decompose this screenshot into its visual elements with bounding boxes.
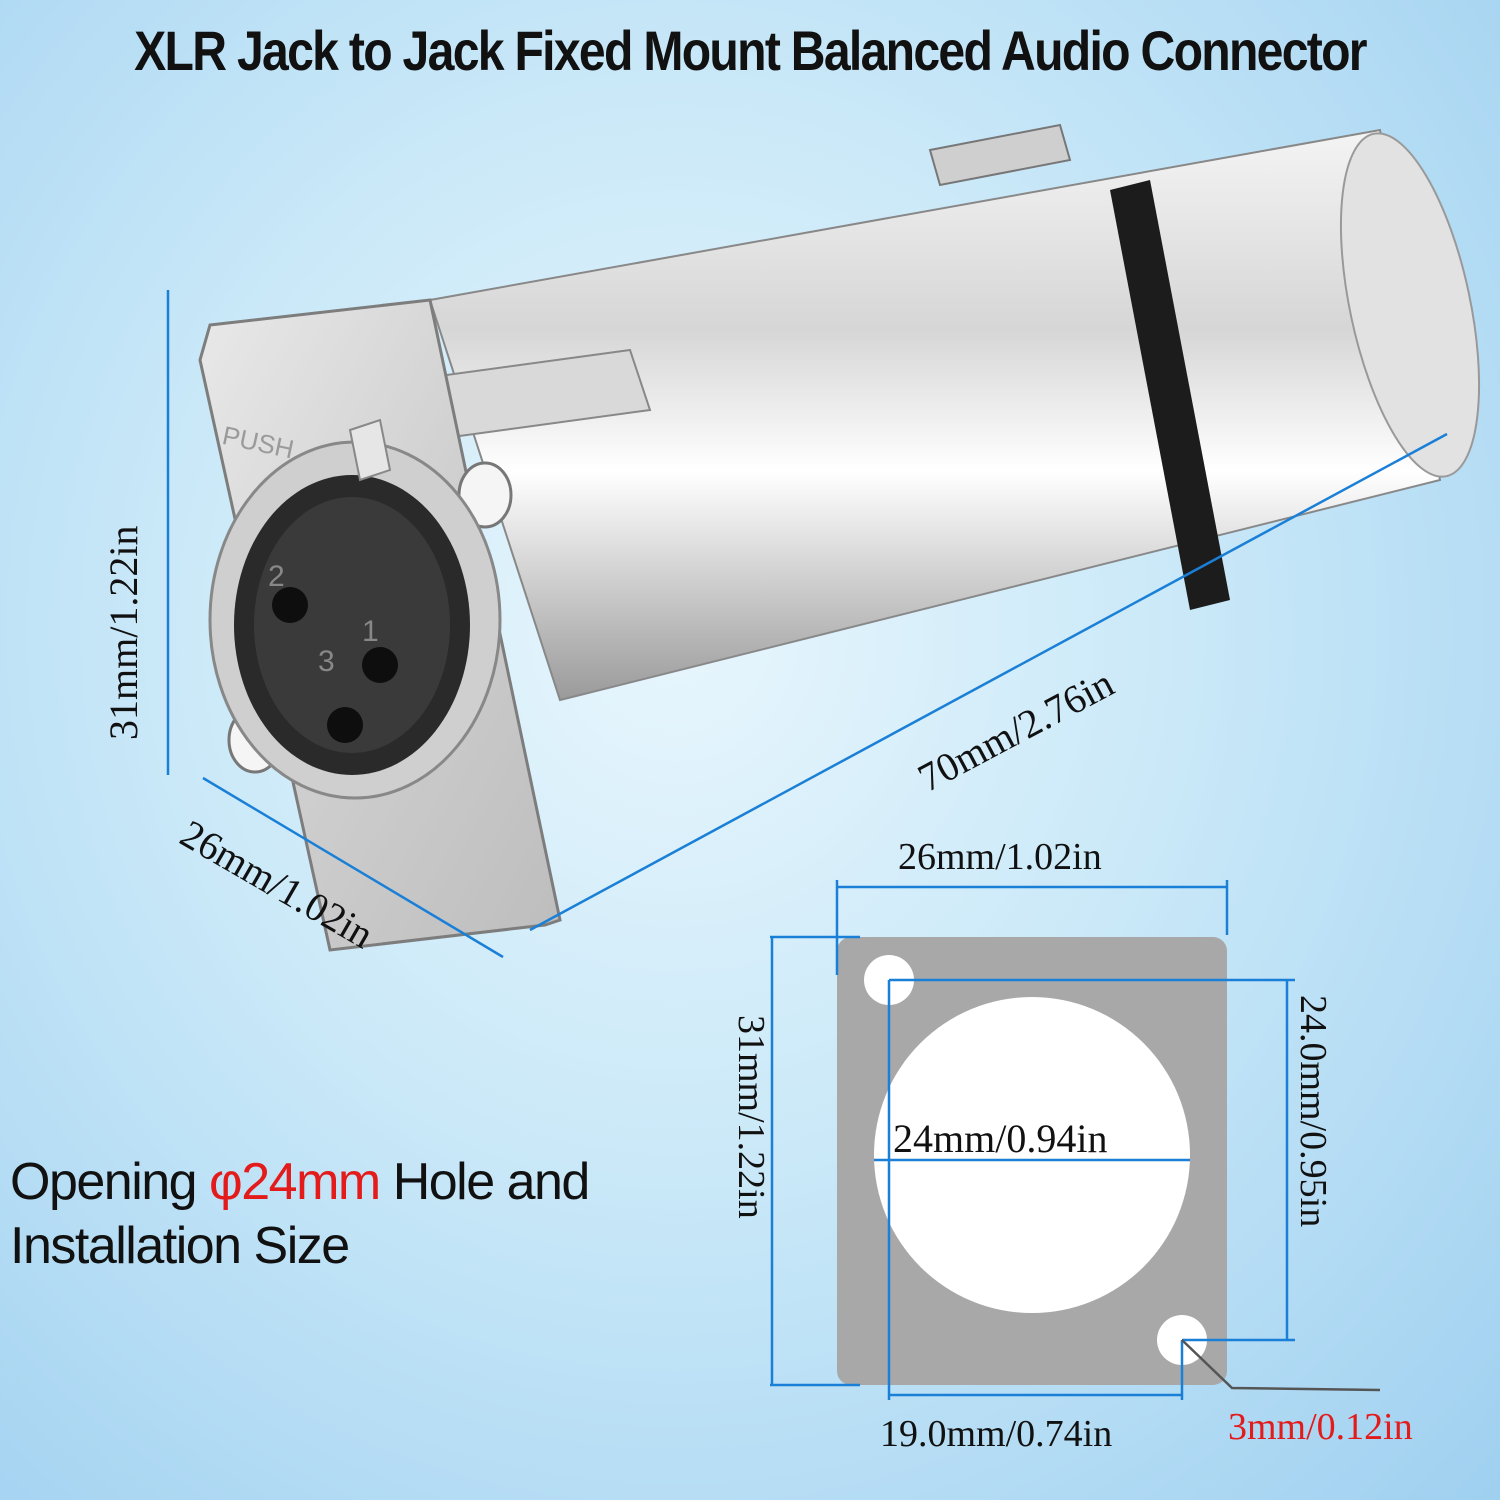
mount-spacing-horizontal-label: 19.0mm/0.74in (880, 1413, 1113, 1455)
black-ring (1110, 180, 1230, 610)
opening-diameter: φ24mm (209, 1153, 381, 1211)
mount-flange (198, 298, 562, 952)
opening-caption-line1: Opening φ24mm Hole and (10, 1150, 591, 1214)
opening-suffix: Hole and (379, 1153, 591, 1211)
product-dimension-lines (166, 290, 1448, 959)
mount-width-label: 26mm/1.02in (898, 836, 1102, 878)
mount-hole (874, 997, 1190, 1313)
mount-spacing-vertical-label: 24.0mm/0.95in (1292, 995, 1334, 1228)
connector-body (408, 123, 1481, 702)
mount-hole-label: 24mm/0.94in (893, 1116, 1108, 1161)
pin-label-1: 1 (362, 615, 379, 648)
pin-label-3: 3 (318, 645, 335, 678)
page-title: XLR Jack to Jack Fixed Mount Balanced Au… (134, 19, 1367, 82)
opening-prefix: Opening (10, 1153, 210, 1211)
screw-leader-line (1181, 1339, 1381, 1392)
screw-hole-label: 3mm/0.12in (1228, 1406, 1413, 1448)
mount-height-label: 31mm/1.22in (730, 1015, 772, 1219)
pin-label-2: 2 (268, 560, 285, 593)
opening-caption-line2: Installation Size (10, 1217, 350, 1275)
latch (928, 123, 1072, 187)
product-height-label: 31mm/1.22in (101, 525, 146, 740)
opening-caption: Opening φ24mm Hole and Installation Size (10, 1150, 591, 1278)
mount-dimension-lines (770, 880, 1295, 1400)
